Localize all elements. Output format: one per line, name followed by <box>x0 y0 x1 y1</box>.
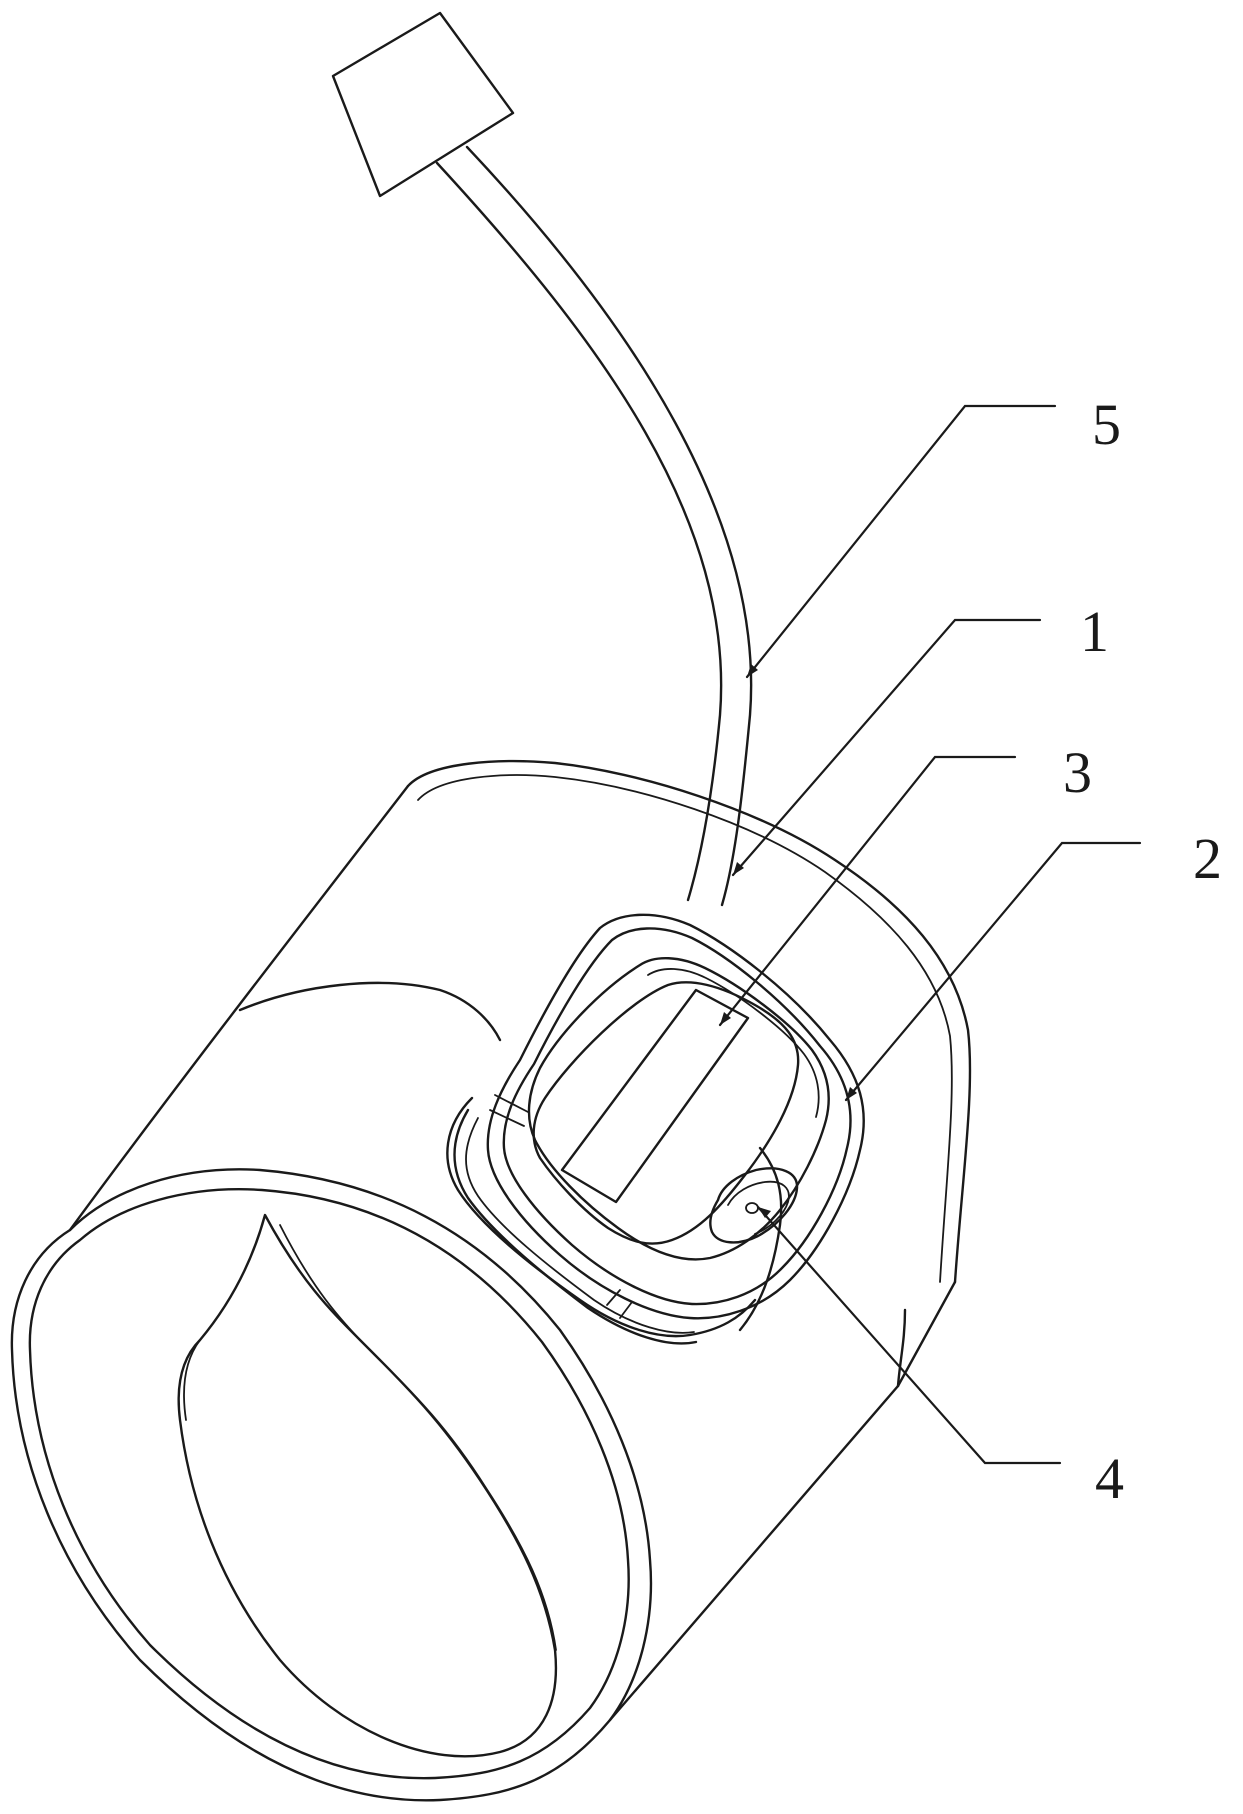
callout-label-5: 5 <box>1092 392 1121 457</box>
leader-3 <box>718 755 1017 1027</box>
callout-label-1: 1 <box>1080 599 1109 664</box>
cuff-band <box>10 759 972 1802</box>
leader-5 <box>745 404 1057 679</box>
callout-label-3: 3 <box>1063 740 1092 805</box>
connector-plug <box>331 11 515 198</box>
callout-label-2: 2 <box>1193 826 1222 891</box>
power-button <box>709 1167 799 1244</box>
monitor-housing <box>446 913 865 1345</box>
leader-1 <box>731 618 1042 877</box>
leader-2 <box>844 841 1142 1102</box>
leader-4 <box>756 1205 1062 1465</box>
cable <box>435 145 753 907</box>
callout-label-4: 4 <box>1095 1446 1124 1511</box>
